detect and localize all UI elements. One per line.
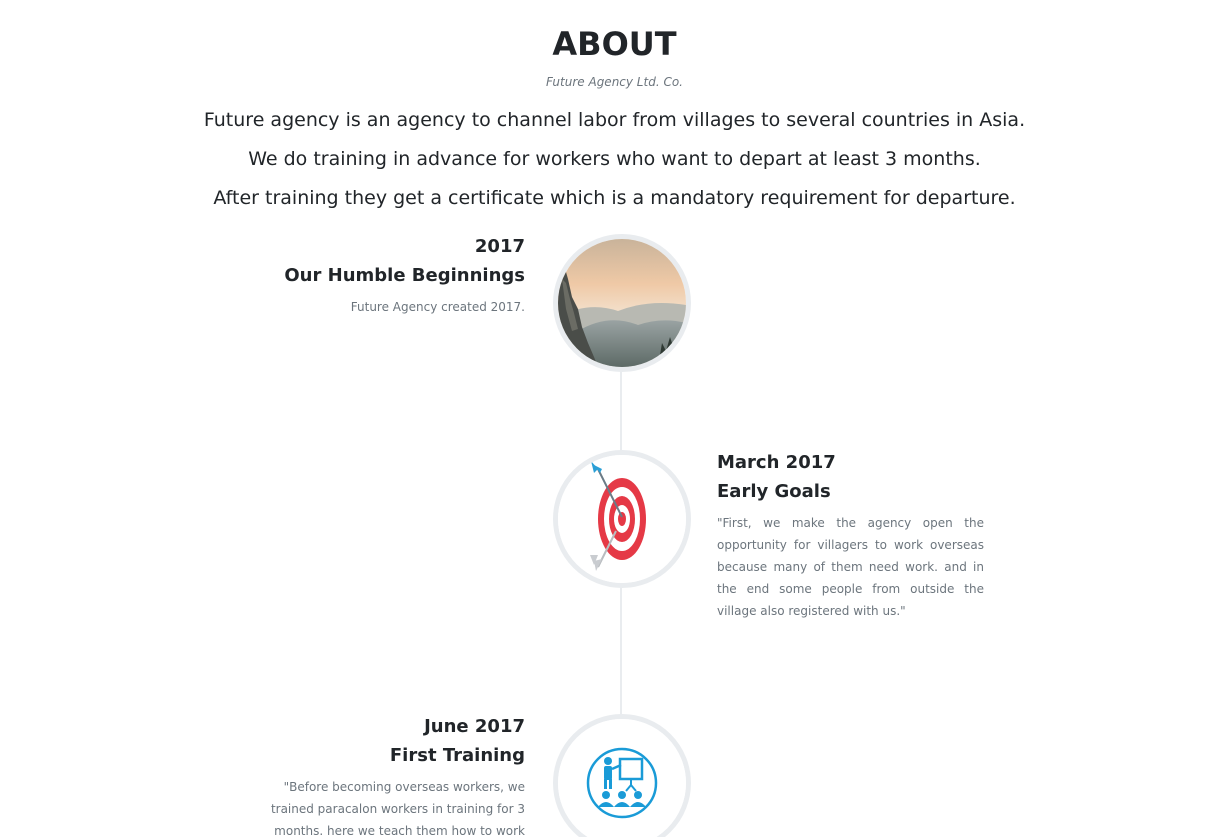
timeline-title: First Training (389, 745, 525, 766)
intro-line-2: We do training in advance for workers wh… (248, 148, 981, 170)
timeline-title: Our Humble Beginnings (284, 265, 525, 286)
timeline-title: Early Goals (717, 481, 831, 502)
timeline-item: June 2017 First Training "Before becomin… (255, 716, 525, 837)
target-arrow-icon (558, 455, 686, 583)
timeline-image-circle (553, 234, 691, 372)
mountain-landscape-photo (558, 239, 686, 367)
timeline-description: "First, we make the agency open the oppo… (717, 516, 984, 618)
page-subtitle: Future Agency Ltd. Co. (546, 75, 683, 89)
timeline-description: Future Agency created 2017. (350, 300, 525, 314)
training-presentation-icon (558, 719, 686, 837)
timeline-image-circle (553, 450, 691, 588)
page-title: ABOUT (552, 25, 677, 63)
timeline-image-circle (553, 714, 691, 837)
timeline-date: 2017 (474, 236, 525, 257)
timeline-item: 2017 Our Humble Beginnings Future Agency… (255, 236, 525, 318)
intro-line-3: After training they get a certificate wh… (213, 187, 1016, 209)
timeline-date: March 2017 (717, 452, 836, 473)
timeline-description: "Before becoming overseas workers, we tr… (270, 780, 525, 837)
timeline-item: March 2017 Early Goals "First, we make t… (717, 452, 984, 622)
intro-line-1: Future agency is an agency to channel la… (203, 109, 1026, 131)
timeline-date: June 2017 (424, 716, 525, 737)
